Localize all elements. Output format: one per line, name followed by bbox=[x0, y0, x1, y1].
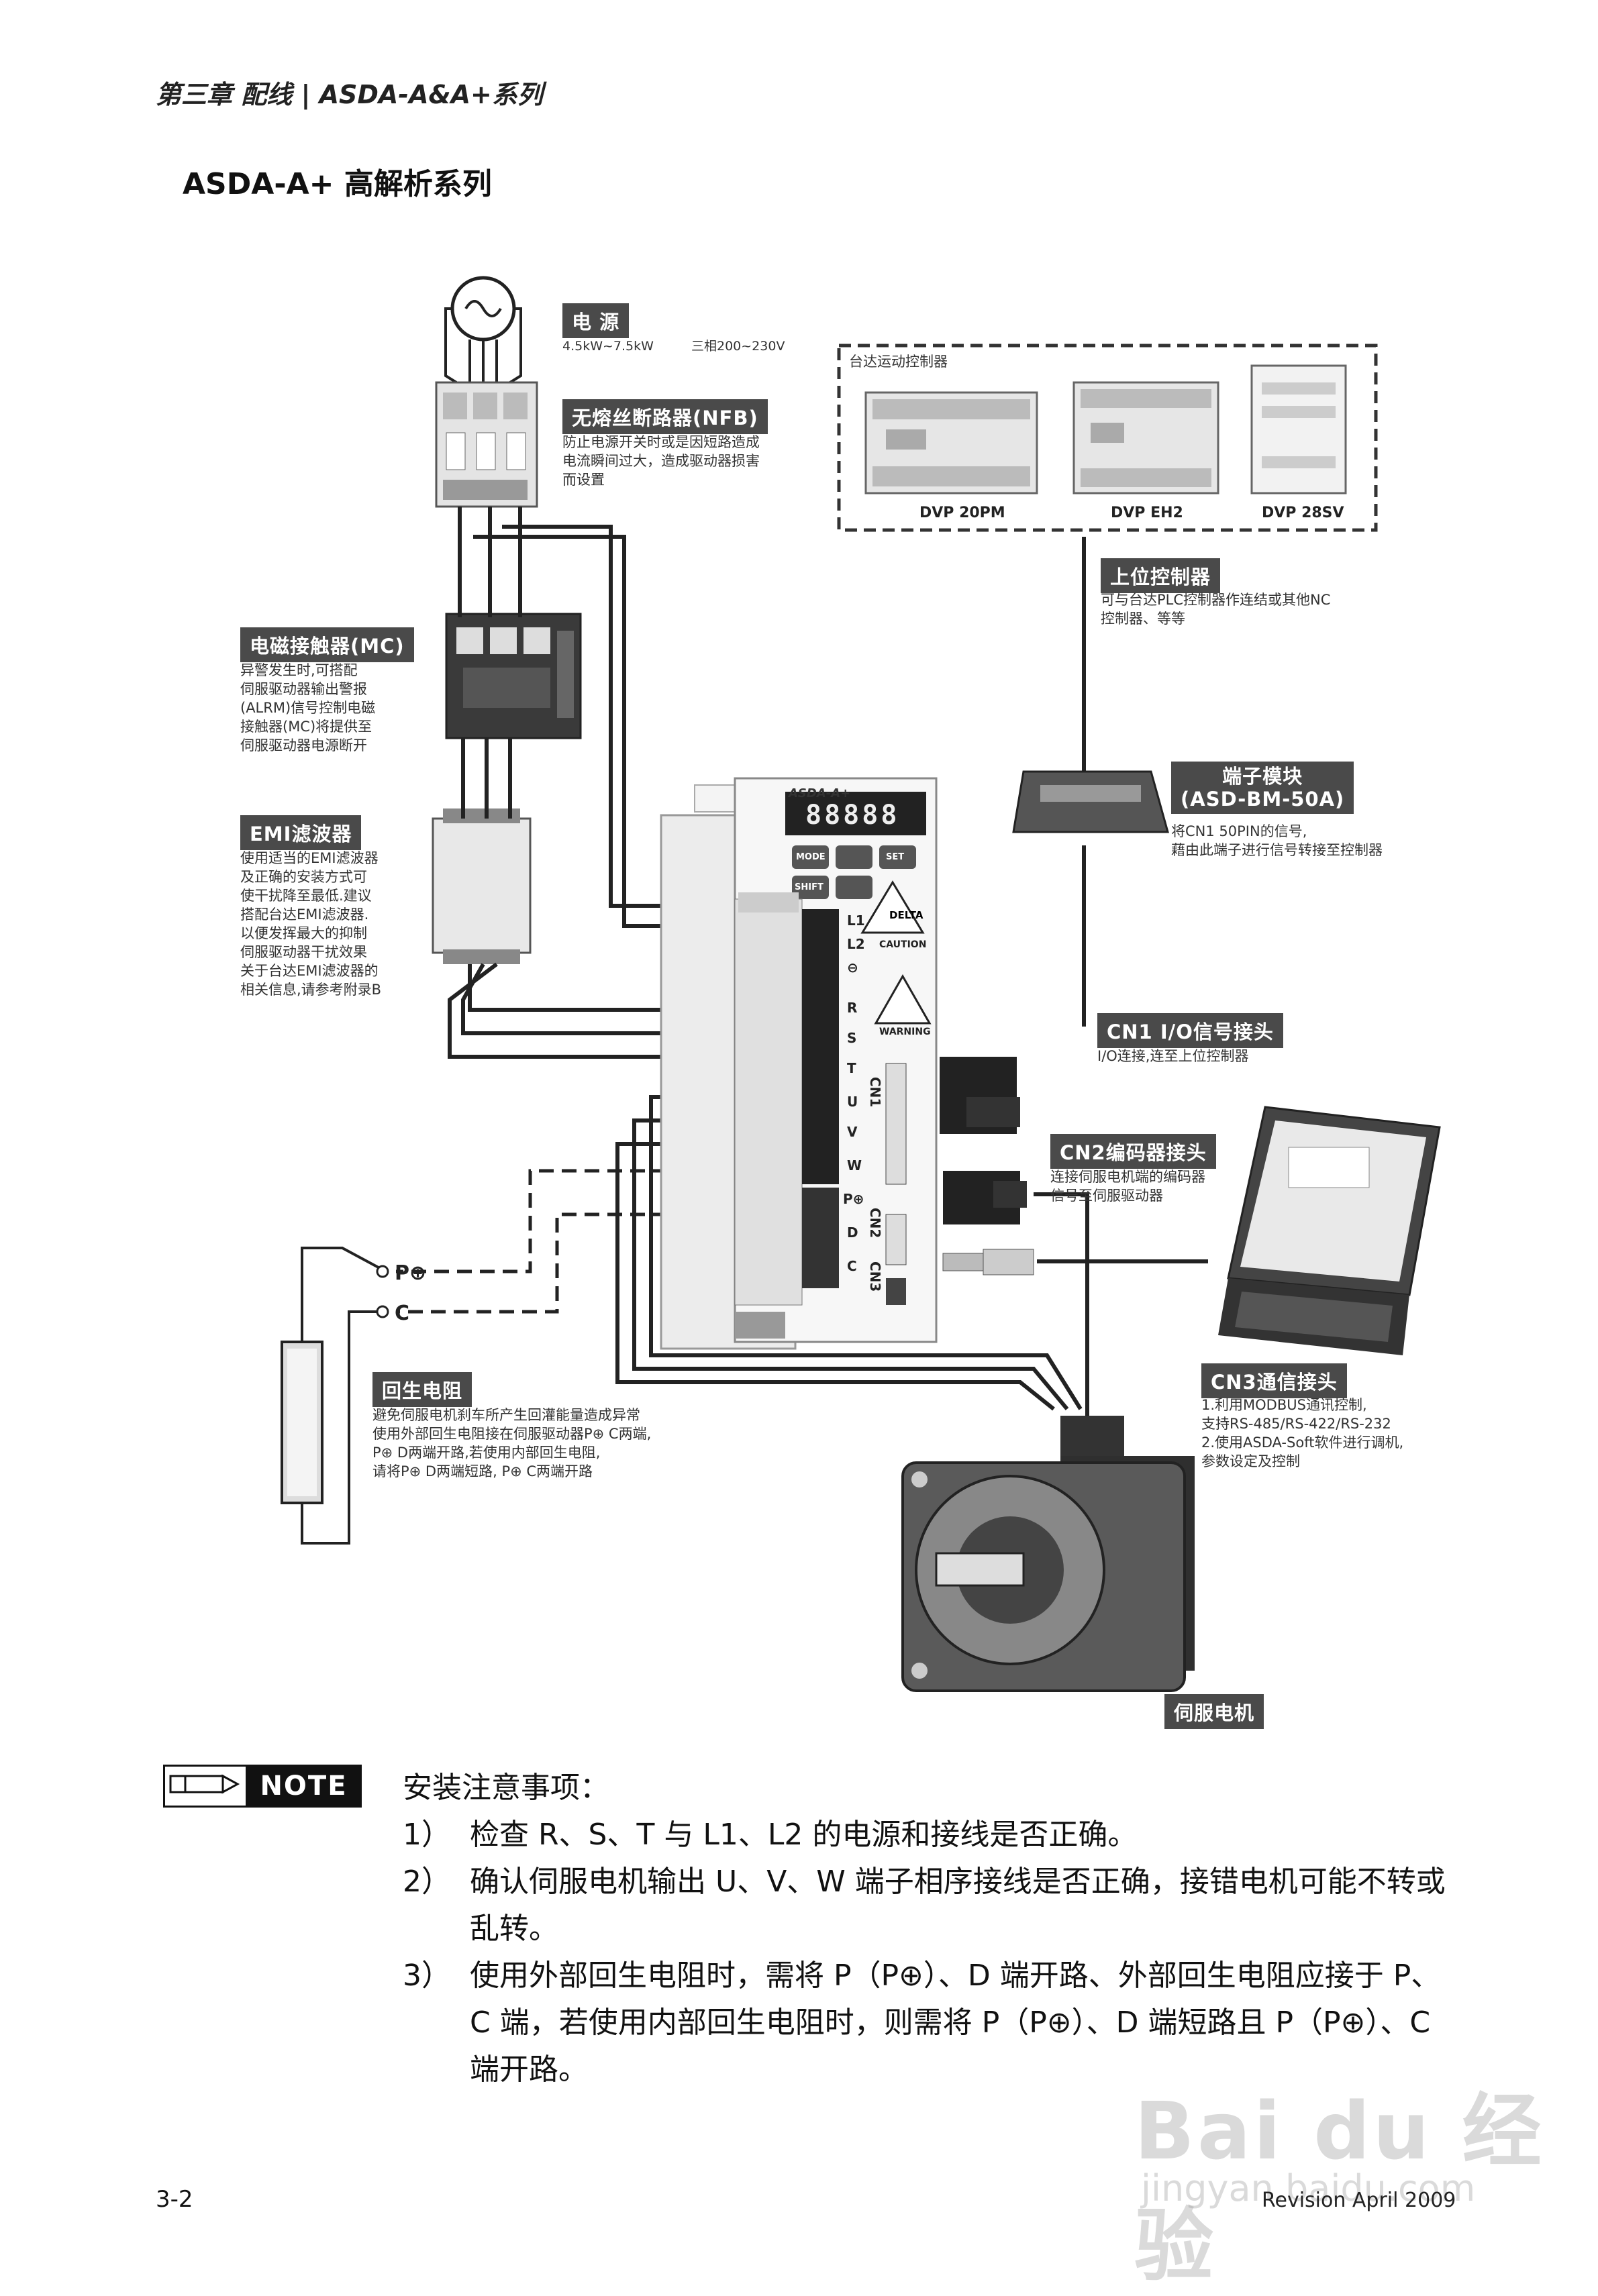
wiring-diagram: 电 源 4.5kW~7.5kW 三相200~230V 无熔丝断路器(NFB) 防… bbox=[0, 255, 1598, 1771]
regen-resistor-icon bbox=[281, 1247, 389, 1545]
regen-terminal-c: C bbox=[395, 1302, 410, 1325]
plc-model-eh2: DVP EH2 bbox=[1111, 505, 1183, 521]
terminal-module-icon bbox=[1012, 770, 1169, 833]
drive-cn2-text: CN2 bbox=[867, 1208, 883, 1239]
set-key-label: SET bbox=[886, 852, 905, 862]
pencil-icon bbox=[165, 1767, 248, 1806]
plc-eh2-icon bbox=[1072, 381, 1219, 494]
cn1-plug-icon bbox=[940, 1057, 1020, 1134]
nfb-label: 无熔丝断路器(NFB) bbox=[562, 399, 768, 434]
plc-20pm-icon bbox=[864, 391, 1038, 494]
note-list: 1） 检查 R、S、T 与 L1、L2 的电源和接线是否正确。 2） 确认伺服电… bbox=[403, 1812, 1450, 2093]
plc-28sv-icon bbox=[1250, 364, 1347, 494]
terminal-module-label: 端子模块 (ASD-BM-50A) bbox=[1171, 762, 1354, 814]
note-number: 3） bbox=[403, 1959, 451, 1993]
cn3-usb-plug-icon bbox=[942, 1249, 1034, 1275]
regen-dashed-wires bbox=[396, 1169, 782, 1314]
terminal-module-description: 将CN1 50PIN的信号, 藉由此端子进行信号转接至控制器 bbox=[1171, 823, 1383, 858]
nfb-breaker-icon bbox=[435, 381, 538, 508]
terminal-d: D bbox=[847, 1224, 858, 1241]
terminal-t: T bbox=[847, 1060, 856, 1076]
cn1-description: I/O连接,连至上位控制器 bbox=[1097, 1048, 1249, 1064]
nfb-description: 防止电源开关时或是因短路造成 电流瞬间过大，造成驱动器损害 而设置 bbox=[562, 434, 760, 488]
terminal-s: S bbox=[847, 1030, 857, 1046]
servo-motor-icon bbox=[901, 1416, 1195, 1692]
note-badge-label: NOTE bbox=[248, 1767, 360, 1806]
caution-text: CAUTION bbox=[879, 939, 927, 950]
terminal-module-model: (ASD-BM-50A) bbox=[1181, 788, 1345, 811]
cn2-description: 连接伺服电机端的编码器 信号至伺服驱动器 bbox=[1050, 1169, 1205, 1204]
terminal-l1: L1 bbox=[847, 912, 865, 929]
power-label: 电 源 bbox=[562, 303, 630, 338]
note-heading: 安装注意事项： bbox=[403, 1771, 609, 1805]
note-number: 2） bbox=[403, 1865, 451, 1899]
shift-key-label: SHIFT bbox=[795, 882, 823, 892]
terminal-r: R bbox=[847, 1000, 858, 1016]
note-text: 确认伺服电机输出 U、V、W 端子相序接线是否正确，接错电机可能不转或乱转。 bbox=[470, 1865, 1446, 1946]
regen-description: 避免伺服电机刹车所产生回灌能量造成异常 使用外部回生电阻接在伺服驱动器P⊕ C两… bbox=[372, 1407, 652, 1479]
cn3-description: 1.利用MODBUS通讯控制, 支持RS-485/RS-422/RS-232 2… bbox=[1201, 1397, 1404, 1469]
terminal-p-plus: P⊕ bbox=[843, 1191, 864, 1207]
list-item: 3） 使用外部回生电阻时，需将 P（P⊕）、D 端开路、外部回生电阻应接于 P、… bbox=[403, 1952, 1450, 2093]
mc-contactor-icon bbox=[445, 613, 582, 739]
servo-drive-icon bbox=[660, 777, 938, 1350]
baidu-watermark-url: jingyan.baidu.com bbox=[1141, 2167, 1476, 2209]
cn2-plug-icon bbox=[943, 1171, 1027, 1224]
cn3-label: CN3通信接头 bbox=[1201, 1363, 1347, 1398]
drive-brand: ASDA-A+ bbox=[789, 786, 851, 800]
host-controller-label: 上位控制器 bbox=[1101, 558, 1221, 593]
note-number: 1） bbox=[403, 1818, 451, 1852]
terminal-module-name: 端子模块 bbox=[1222, 765, 1303, 788]
terminal-l2: L2 bbox=[847, 936, 865, 952]
power-spec-phase: 三相200~230V bbox=[691, 339, 785, 354]
note-text: 检查 R、S、T 与 L1、L2 的电源和接线是否正确。 bbox=[470, 1818, 1138, 1852]
motion-controller-title: 台达运动控制器 bbox=[849, 354, 948, 370]
emi-label: EMI滤波器 bbox=[240, 815, 362, 850]
maker-text: DELTA bbox=[889, 909, 923, 921]
emi-filter-icon bbox=[432, 808, 532, 964]
list-item: 1） 检查 R、S、T 与 L1、L2 的电源和接线是否正确。 bbox=[403, 1812, 1450, 1859]
terminal-minus: ⊖ bbox=[847, 959, 858, 976]
laptop-icon bbox=[1218, 1106, 1441, 1355]
motion-controller-box bbox=[837, 344, 1378, 532]
mode-key-label: MODE bbox=[796, 852, 826, 862]
wiring-diagram-graphics bbox=[281, 276, 1441, 1692]
mc-description: 异警发生时,可搭配 伺服驱动器输出警报 (ALRM)信号控制电磁 接触器(MC)… bbox=[240, 662, 376, 753]
drive-cn3-text: CN3 bbox=[867, 1261, 883, 1292]
power-source-icon bbox=[444, 276, 522, 384]
power-spec-range: 4.5kW~7.5kW bbox=[562, 339, 654, 354]
list-item: 2） 确认伺服电机输出 U、V、W 端子相序接线是否正确，接错电机可能不转或乱转… bbox=[403, 1859, 1450, 1952]
chapter-header: 第三章 配线 | ASDA-A&A+系列 bbox=[156, 80, 543, 109]
cn2-label: CN2编码器接头 bbox=[1050, 1134, 1216, 1169]
regen-terminal-p: P⊕ bbox=[395, 1261, 427, 1285]
terminal-v: V bbox=[847, 1124, 858, 1140]
baidu-watermark: Bai du 经验 bbox=[1134, 2085, 1544, 2292]
note-text: 使用外部回生电阻时，需将 P（P⊕）、D 端开路、外部回生电阻应接于 P、C 端… bbox=[470, 1959, 1441, 2087]
terminal-c: C bbox=[847, 1258, 857, 1274]
emi-description: 使用适当的EMI滤波器 及正确的安装方式可 使干扰降至最低.建议 搭配台达EMI… bbox=[240, 850, 382, 998]
revision-text: Revision April 2009 bbox=[1262, 2189, 1456, 2212]
terminal-u: U bbox=[847, 1094, 858, 1110]
cn1-label: CN1 I/O信号接头 bbox=[1097, 1013, 1283, 1048]
drive-cn1-text: CN1 bbox=[867, 1077, 883, 1108]
drive-display: 88888 bbox=[805, 800, 900, 831]
note-badge: NOTE bbox=[163, 1765, 362, 1808]
warning-text: WARNING bbox=[879, 1027, 931, 1037]
page-number: 3-2 bbox=[156, 2186, 193, 2213]
drive-terminal-block bbox=[802, 909, 839, 1288]
plc-model-28sv: DVP 28SV bbox=[1262, 505, 1344, 521]
terminal-w: W bbox=[847, 1157, 862, 1173]
plc-model-20pm: DVP 20PM bbox=[919, 505, 1005, 521]
motor-label: 伺服电机 bbox=[1164, 1694, 1264, 1729]
host-controller-description: 可与台达PLC控制器作连结或其他NC 控制器、等等 bbox=[1101, 592, 1331, 627]
section-title: ASDA-A+ 高解析系列 bbox=[183, 167, 492, 201]
regen-label: 回生电阻 bbox=[372, 1372, 472, 1407]
mc-label: 电磁接触器(MC) bbox=[240, 627, 414, 662]
